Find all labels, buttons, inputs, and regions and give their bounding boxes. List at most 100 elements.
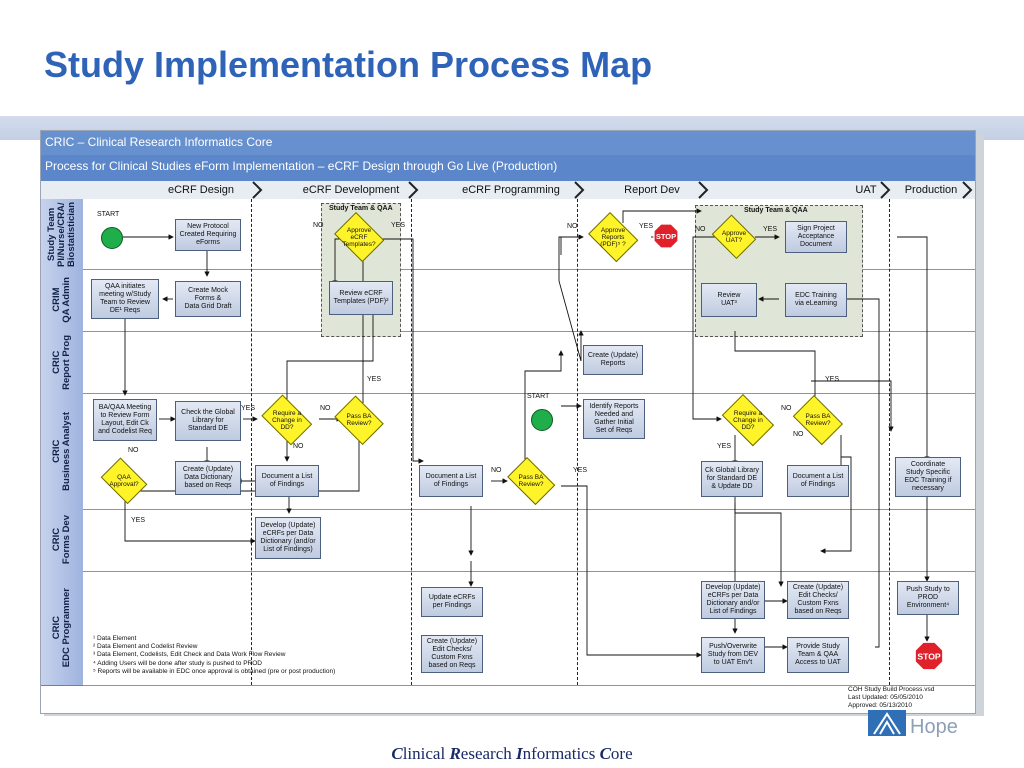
box-ba-meeting: BA/QAA Meeting to Review Form Layout, Ed…: [93, 399, 157, 441]
box-create-mock: Create Mock Forms & Data Grid Draft: [175, 281, 241, 317]
stop-sign-icon: STOP: [914, 641, 944, 671]
start-label: START: [527, 393, 550, 400]
phase-ecrf-design: eCRF Design: [167, 184, 235, 196]
start-label: START: [97, 211, 120, 218]
decision-approve-templates: Approve eCRF Templates?: [331, 212, 387, 262]
phase-separator: [577, 199, 578, 685]
box-document-findings-3: Document a List of Findings: [787, 465, 849, 497]
file-info: COH Study Build Process.vsd Last Updated…: [848, 686, 934, 710]
footer-letter: R: [449, 744, 461, 763]
lane-divider: [83, 685, 975, 686]
decision-qaa-approval: QAA Approval?: [97, 457, 151, 505]
box-push-prod: Push Study to PROD Environment⁴: [897, 581, 959, 615]
box-create-dd: Create (Update) Data Dictionary based on…: [175, 461, 241, 495]
decision-require-change-1: Require a Change in DD?: [257, 394, 317, 446]
lane-divider: [83, 571, 975, 572]
yes-label: YES: [391, 222, 406, 229]
box-push-overwrite: Push/Overwrite Study from DEV to UAT Env…: [701, 637, 765, 673]
footer-letter: C: [391, 744, 403, 763]
box-develop-ecrfs: Develop (Update) eCRFs per Data Dictiona…: [255, 517, 321, 559]
footer-word: nformatics: [522, 744, 600, 763]
box-update-ecrfs: Update eCRFs per Findings: [421, 587, 483, 617]
no-label: NO: [491, 467, 502, 474]
lane-divider: [83, 331, 975, 332]
no-label: NO: [781, 405, 792, 412]
process-header: Process for Clinical Studies eForm Imple…: [41, 155, 975, 181]
box-create-reports: Create (Update) Reports: [583, 345, 643, 375]
footer-letter: I: [516, 744, 523, 763]
lane-divider: [83, 509, 975, 510]
box-create-edit-checks-1: Create (Update) Edit Checks/ Custom Fxns…: [421, 635, 483, 673]
decision-approve-reports: Approve Reports (PDF)⁵ ?: [585, 212, 641, 262]
phase-production: Production: [904, 184, 958, 196]
lane-divider: [83, 269, 975, 270]
box-new-protocol: New Protocol Created Requiring eForms: [175, 219, 241, 251]
stop-text: STOP: [656, 232, 676, 241]
footnote: ¹ Data Element: [93, 635, 137, 642]
footnote: ⁵ Reports will be available in EDC once …: [93, 667, 336, 675]
last-updated: Last Updated: 05/05/2010: [848, 694, 923, 701]
box-provide-study: Provide Study Team & QAA Access to UAT: [787, 637, 849, 673]
stop-sign-icon: STOP: [653, 223, 679, 249]
decision-pass-ba-3: Pass BA Review?: [789, 395, 847, 445]
box-check-global: Check the Global Library for Standard DE: [175, 401, 241, 441]
box-coordinate: Coordinate Study Specific EDC Training i…: [895, 457, 961, 497]
yes-label: YES: [639, 223, 654, 230]
no-label: NO: [695, 226, 706, 233]
connector-lines: [122, 208, 930, 658]
process-map: CRIC – Clinical Research Informatics Cor…: [40, 130, 976, 714]
stop-text: STOP: [917, 651, 941, 661]
logo-text: Hope: [910, 716, 958, 738]
box-identify-reports: Identify Reports Needed and Gather Initi…: [583, 399, 645, 439]
no-label: NO: [567, 223, 578, 230]
footnotes: ¹ Data Element ² Data Element and Codeli…: [93, 635, 335, 676]
box-review-ecrf: Review eCRF Templates (PDF)²: [329, 281, 393, 315]
yes-label: YES: [763, 226, 778, 233]
box-sign-project: Sign Project Acceptance Document: [785, 221, 847, 253]
no-label: NO: [793, 431, 804, 438]
lane-edc-programmer: CRIC EDC Programmer: [41, 571, 83, 686]
yes-label: YES: [573, 467, 588, 474]
approved-date: Approved: 05/13/2010: [848, 702, 912, 709]
phase-separator: [251, 199, 252, 685]
footer-letter: C: [599, 744, 611, 763]
city-of-hope-logo: Hope: [868, 710, 958, 738]
phase-report-dev: Report Dev: [624, 184, 680, 196]
box-qaa-initiates: QAA initiates meeting w/Study Team to Re…: [91, 279, 159, 319]
org-header: CRIC – Clinical Research Informatics Cor…: [41, 131, 975, 155]
yes-label: YES: [717, 443, 732, 450]
yes-label: YES: [241, 405, 256, 412]
box-develop-ecrfs-2: Develop (Update) eCRFs per Data Dictiona…: [701, 581, 765, 619]
slide-title: Study Implementation Process Map: [44, 44, 653, 85]
yes-label: YES: [367, 376, 382, 383]
footer-title: Clinical Research Informatics Core: [0, 744, 1024, 764]
lane-business-analyst: CRIC Business Analyst: [41, 393, 83, 510]
no-label: NO: [313, 222, 324, 229]
footnote: ³ Data Element, Codelists, Edit Check an…: [93, 651, 286, 659]
decision-pass-ba-1: Pass BA Review?: [331, 395, 387, 445]
lane-divider: [83, 393, 975, 394]
region-label: Study Team & QAA: [329, 205, 393, 212]
phase-bar: [41, 181, 975, 199]
decision-pass-ba-2: Pass BA Review?: [503, 457, 559, 505]
footer-word: ore: [610, 744, 633, 763]
file-name: COH Study Build Process.vsd: [848, 686, 935, 693]
box-review-uat: Review UAT³: [701, 283, 757, 317]
yes-label: YES: [131, 517, 146, 524]
phase-ecrf-programming: eCRF Programming: [462, 184, 560, 196]
footer-word: esearch: [460, 744, 516, 763]
no-label: NO: [128, 447, 139, 454]
box-edc-training: EDC Training via eLearning: [785, 283, 847, 317]
no-label: NO: [320, 405, 331, 412]
box-ck-global-library: Ck Global Library for Standard DE & Upda…: [701, 461, 763, 497]
box-document-findings-2: Document a List of Findings: [419, 465, 483, 497]
phase-ecrf-development: eCRF Development: [302, 184, 400, 196]
box-document-findings-1: Document a List of Findings: [255, 465, 319, 497]
phase-separator: [889, 199, 890, 685]
lane-study-team: Study Team PI/Nurse/CRA/ Biostatistician: [41, 199, 83, 270]
decision-require-change-2: Require a Change in DD?: [717, 394, 779, 446]
lane-crim: CRIM QA Admin: [41, 269, 83, 332]
yes-label: YES: [825, 376, 840, 383]
phase-uat: UAT: [855, 184, 877, 196]
start-circle: [531, 409, 553, 431]
